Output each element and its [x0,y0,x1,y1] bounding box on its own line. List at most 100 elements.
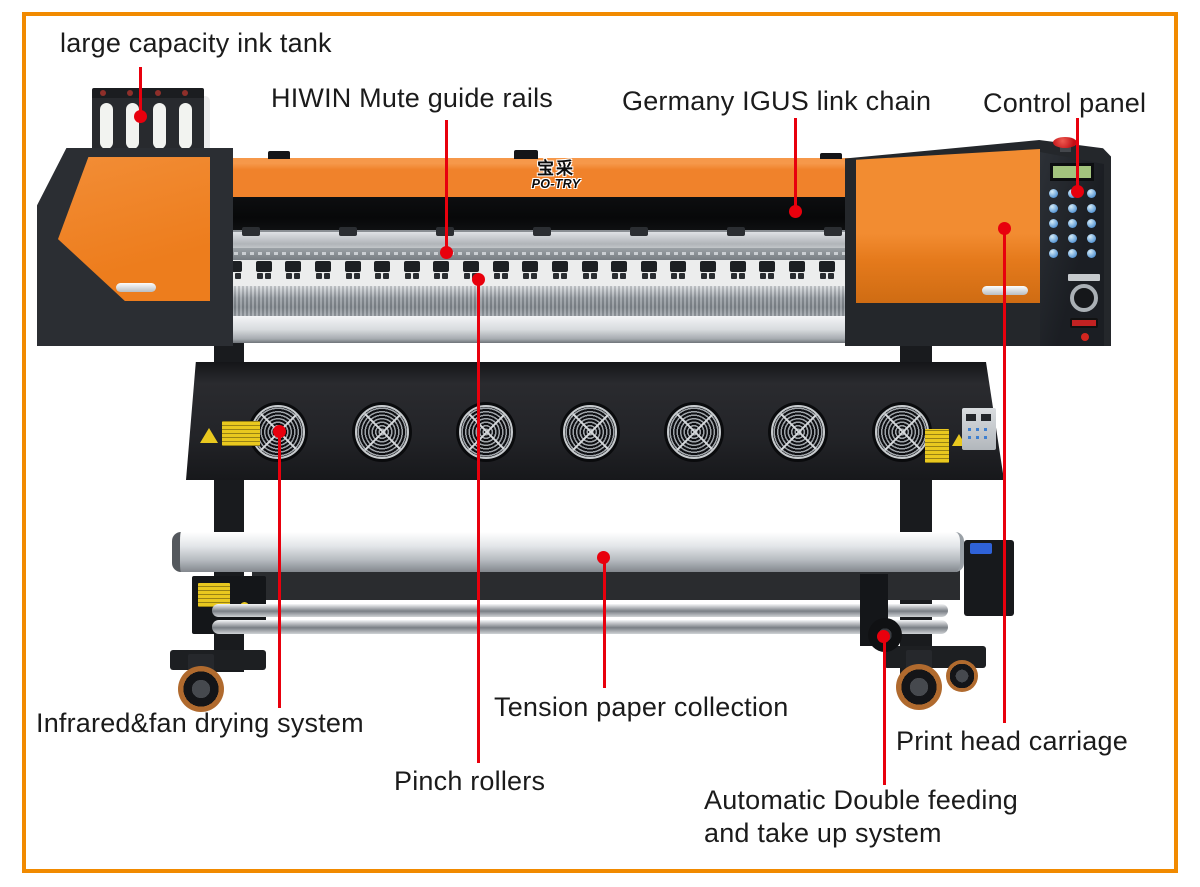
callout-line-pinch-rollers [477,280,480,763]
cover-tab [268,151,290,159]
keypad-button [1068,204,1077,213]
rail-clip [339,227,357,236]
callout-label-tension-collection: Tension paper collection [494,692,789,722]
keypad-button [1049,249,1058,258]
pinch-clamp [403,261,420,279]
keypad-button [1068,234,1077,243]
rail-clip [630,227,648,236]
top-cover-band [220,158,852,197]
fan-row [251,405,929,459]
callout-dot-control-panel [1071,185,1084,198]
dryer-controller [962,408,996,450]
callout-dot-print-head [998,222,1011,235]
cover-tab [514,150,538,159]
lcd-screen [1050,163,1094,181]
dryer-buttons [968,428,971,431]
tension-bar [172,532,964,572]
callout-label-auto-feed-line2: and take up system [704,818,942,848]
pinch-clamp [492,261,509,279]
brand-logo-cn: 宝采 [537,159,575,178]
pinch-clamp [581,261,598,279]
pinch-clamp [551,261,568,279]
rail-clip-row [242,227,842,237]
keypad-button [1049,219,1058,228]
pinch-clamp [670,261,687,279]
platen-roller [204,286,926,316]
caster-wheel [946,660,978,692]
dryer-display [981,414,991,421]
callout-label-ink-tank: large capacity ink tank [60,28,332,58]
callout-dot-tension-collection [597,551,610,564]
pinch-clamp [788,261,805,279]
keypad-button [1087,249,1096,258]
callout-label-guide-rails: HIWIN Mute guide rails [271,83,553,113]
callout-dot-ink-tank [134,110,147,123]
pinch-clamp [759,261,776,279]
power-indicator [1081,333,1089,341]
keypad-button [1068,219,1077,228]
fan-grille-icon [667,405,721,459]
callout-line-print-head [1003,229,1006,723]
pinch-roller-row [226,261,894,285]
pinch-clamp [314,261,331,279]
keypad-button [1068,249,1077,258]
fan-grille-icon [563,405,617,459]
keypad-button [1049,189,1058,198]
warning-sticker [925,429,949,463]
keypad-button [1049,204,1058,213]
emergency-stop-button [1053,137,1077,148]
ink-tank-slots [100,103,192,151]
pinch-clamp [700,261,716,279]
callout-line-control-panel [1076,118,1079,193]
caster-wheel [178,666,224,712]
callout-label-control-panel: Control panel [983,88,1147,118]
warning-triangle-icon [200,428,218,443]
callout-label-auto-feed: Automatic Double feeding and take up sys… [704,784,1018,850]
pinch-clamp [255,261,272,279]
dryer-display [966,414,976,421]
callout-line-auto-feed [883,637,886,785]
take-up-motor [964,540,1014,616]
screw-dot [100,90,106,96]
right-cover-face [856,149,1040,303]
left-foot [170,650,266,670]
rail-clip [242,227,260,236]
callout-line-ink-tank [139,67,142,117]
front-beam [198,316,936,343]
callout-dot-guide-rails [440,246,453,259]
callout-dot-drying-system [273,425,286,438]
pinch-clamp [640,261,657,279]
pinch-clamp [818,261,835,279]
link-chain-housing [220,197,852,232]
callout-dot-pinch-rollers [472,273,485,286]
brand-logo: 宝采 PO-TRY [515,160,597,191]
ink-slot [100,103,113,149]
pinch-clamp [729,261,746,279]
callout-line-link-chain [794,118,797,213]
callout-label-print-head: Print head carriage [896,726,1128,756]
warning-sticker [222,421,260,446]
pinch-clamp [611,261,628,279]
callout-label-auto-feed-line1: Automatic Double feeding [704,785,1018,815]
pinch-clamp [344,261,361,279]
keypad-button [1087,234,1096,243]
screw-dot [181,90,188,96]
rail-clip [727,227,745,236]
keypad-button [1087,189,1096,198]
feed-roller [212,620,948,634]
caster-wheel [896,664,942,710]
power-switch [1070,318,1098,328]
rail-clip [824,227,842,236]
callout-line-guide-rails [445,120,448,254]
pinch-clamp [285,261,302,279]
callout-line-drying-system [278,432,281,708]
fan-grille-icon [771,405,825,459]
ink-slot [152,103,166,149]
power-plate [1068,274,1100,281]
power-socket [1070,284,1098,312]
pinch-clamp [522,261,539,279]
feed-roller [212,604,948,617]
fan-grille-icon [355,405,409,459]
ink-tank-screws [100,90,188,96]
